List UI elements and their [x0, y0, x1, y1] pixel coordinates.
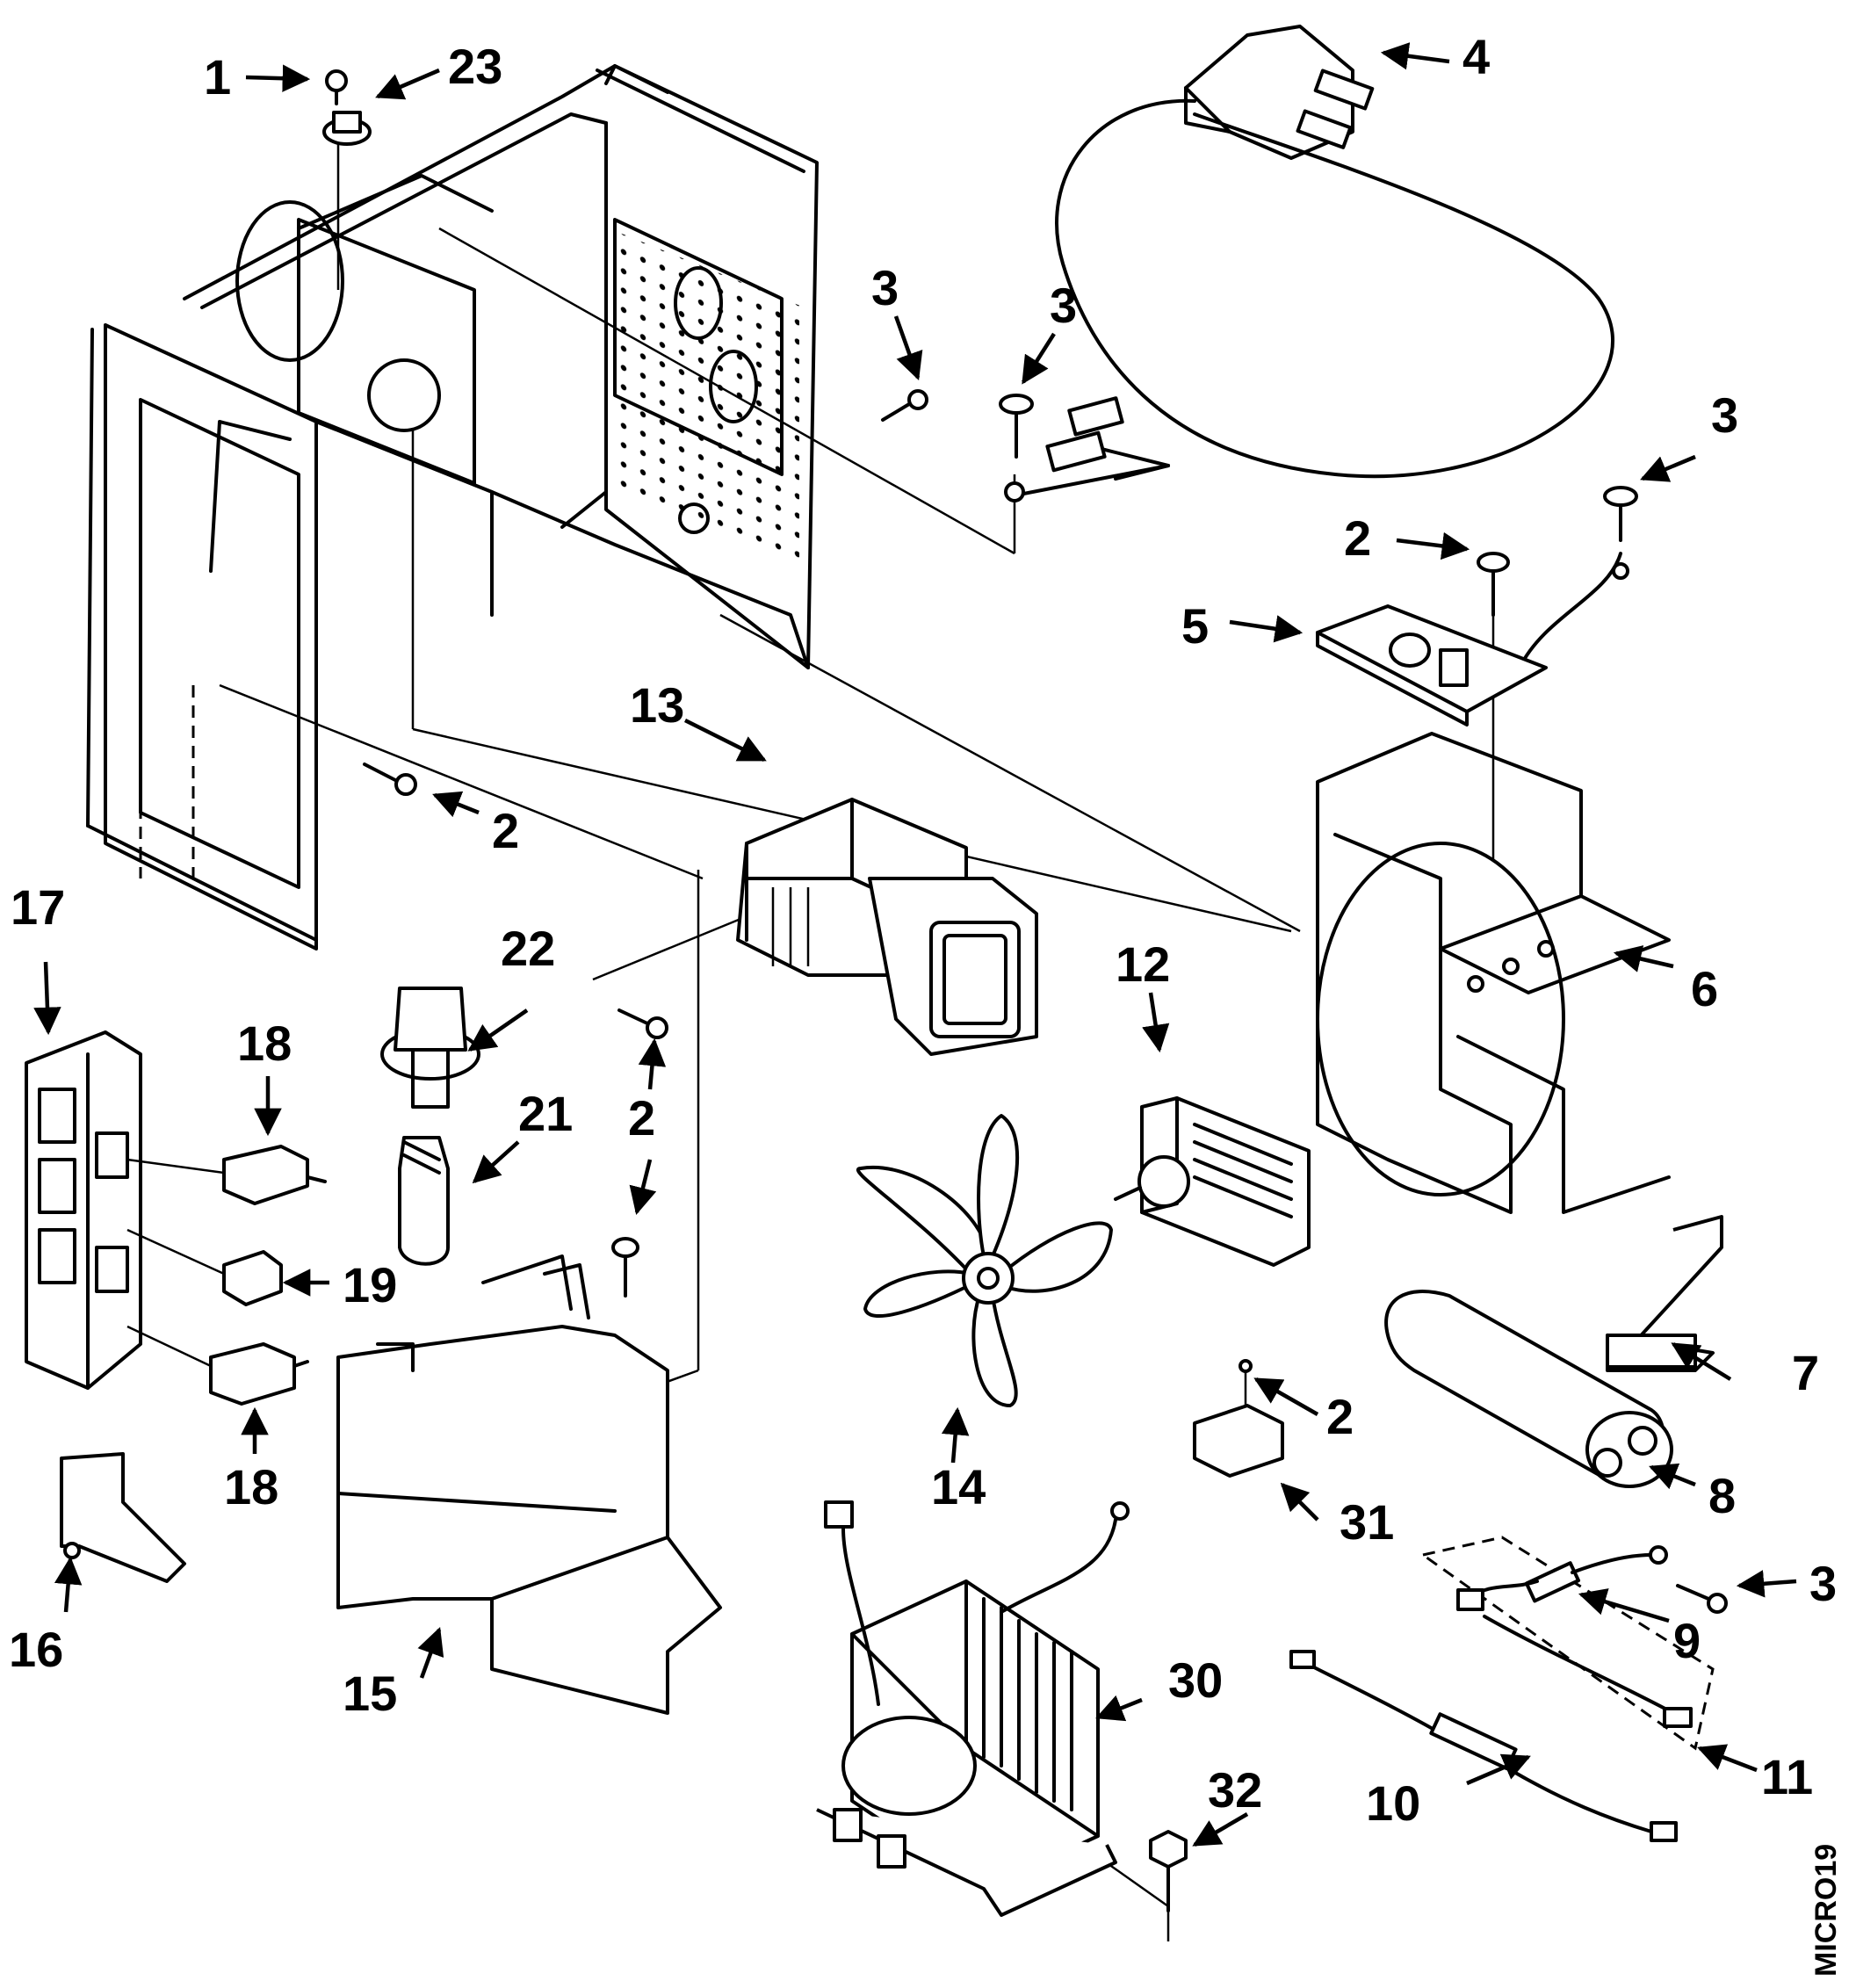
part-8-capacitor: [1384, 1290, 1673, 1488]
callout-19: 19: [343, 1257, 398, 1312]
callout-2-c: 2: [628, 1090, 656, 1146]
callout-3-d: 3: [1809, 1556, 1838, 1611]
callout-16: 16: [9, 1622, 64, 1677]
callout-5: 5: [1181, 598, 1210, 654]
part-18-microswitch-upper: [126, 1145, 327, 1205]
part-19-microswitch-middle: [126, 1228, 283, 1306]
part-10-fuse-harness: [1289, 1650, 1678, 1842]
callout-10: 10: [1366, 1775, 1421, 1831]
callout-18-b: 18: [224, 1459, 279, 1514]
part-30-transformer: [816, 1500, 1130, 1917]
callout-2-e: 2: [1326, 1389, 1354, 1444]
part-9-diode-harness: [1419, 1536, 1715, 1751]
part-2-screw-b: [363, 763, 417, 796]
part-16-latch: [60, 1452, 186, 1583]
callout-2-a: 2: [1344, 510, 1372, 566]
part-6-fan-duct-bracket: [1316, 732, 1671, 1214]
part-31-bracket: [1193, 1404, 1284, 1478]
part-2-screw-d: [611, 1237, 639, 1298]
part-1-screw: [325, 69, 348, 105]
callout-23: 23: [448, 39, 503, 94]
part-3-screw-b: [999, 394, 1034, 459]
callout-8: 8: [1708, 1468, 1737, 1523]
part-22-lamp-socket: [380, 987, 480, 1109]
part-2-screw-a: [1477, 552, 1510, 861]
callout-2-b: 2: [492, 803, 520, 858]
callout-17: 17: [11, 879, 66, 935]
callout-7: 7: [1792, 1345, 1820, 1400]
part-3-screw-c: [1518, 486, 1638, 669]
callout-22: 22: [501, 921, 556, 976]
part-32-bolt: [1149, 1830, 1188, 1912]
oven-cavity-chassis: [86, 64, 819, 951]
callout-32: 32: [1208, 1762, 1263, 1818]
part-12-fan-motor: [1114, 1096, 1311, 1267]
part-2-screw-c: [617, 1008, 668, 1039]
part-18-microswitch-lower: [126, 1325, 309, 1406]
callout-15: 15: [343, 1666, 398, 1721]
callout-12: 12: [1116, 936, 1171, 992]
callout-4: 4: [1462, 29, 1491, 84]
callout-13: 13: [630, 677, 685, 733]
callout-9: 9: [1673, 1613, 1701, 1668]
callout-1: 1: [204, 49, 232, 105]
part-4-power-cord: [1004, 25, 1614, 502]
part-3-screw-d: [1676, 1584, 1728, 1614]
callout-3-a: 3: [871, 260, 899, 315]
callout-14: 14: [931, 1459, 986, 1514]
callout-3-b: 3: [1050, 278, 1078, 333]
leader-lines: [139, 123, 1301, 1941]
part-17-latch-board: [25, 1030, 142, 1390]
callout-21: 21: [518, 1086, 574, 1141]
part-23-thermal-cutout: [322, 111, 372, 146]
callout-6: 6: [1691, 961, 1719, 1016]
reference-code: MICRO19: [1809, 1843, 1843, 1977]
callout-18-a: 18: [237, 1016, 292, 1071]
part-21-lamp: [398, 1136, 450, 1266]
part-13-magnetron: [736, 798, 1038, 1056]
callout-30: 30: [1168, 1652, 1224, 1708]
part-5-noise-filter-board: [1316, 604, 1548, 727]
callout-3-c: 3: [1711, 387, 1739, 443]
part-7-clip: [1606, 1215, 1723, 1372]
callout-31: 31: [1340, 1494, 1395, 1550]
callout-arrows: [33, 42, 1797, 1847]
part-14-fan-blade: [856, 1114, 1113, 1407]
part-15-air-guide: [336, 1254, 722, 1715]
callout-11: 11: [1761, 1749, 1814, 1804]
part-3-screw-a: [881, 389, 928, 422]
